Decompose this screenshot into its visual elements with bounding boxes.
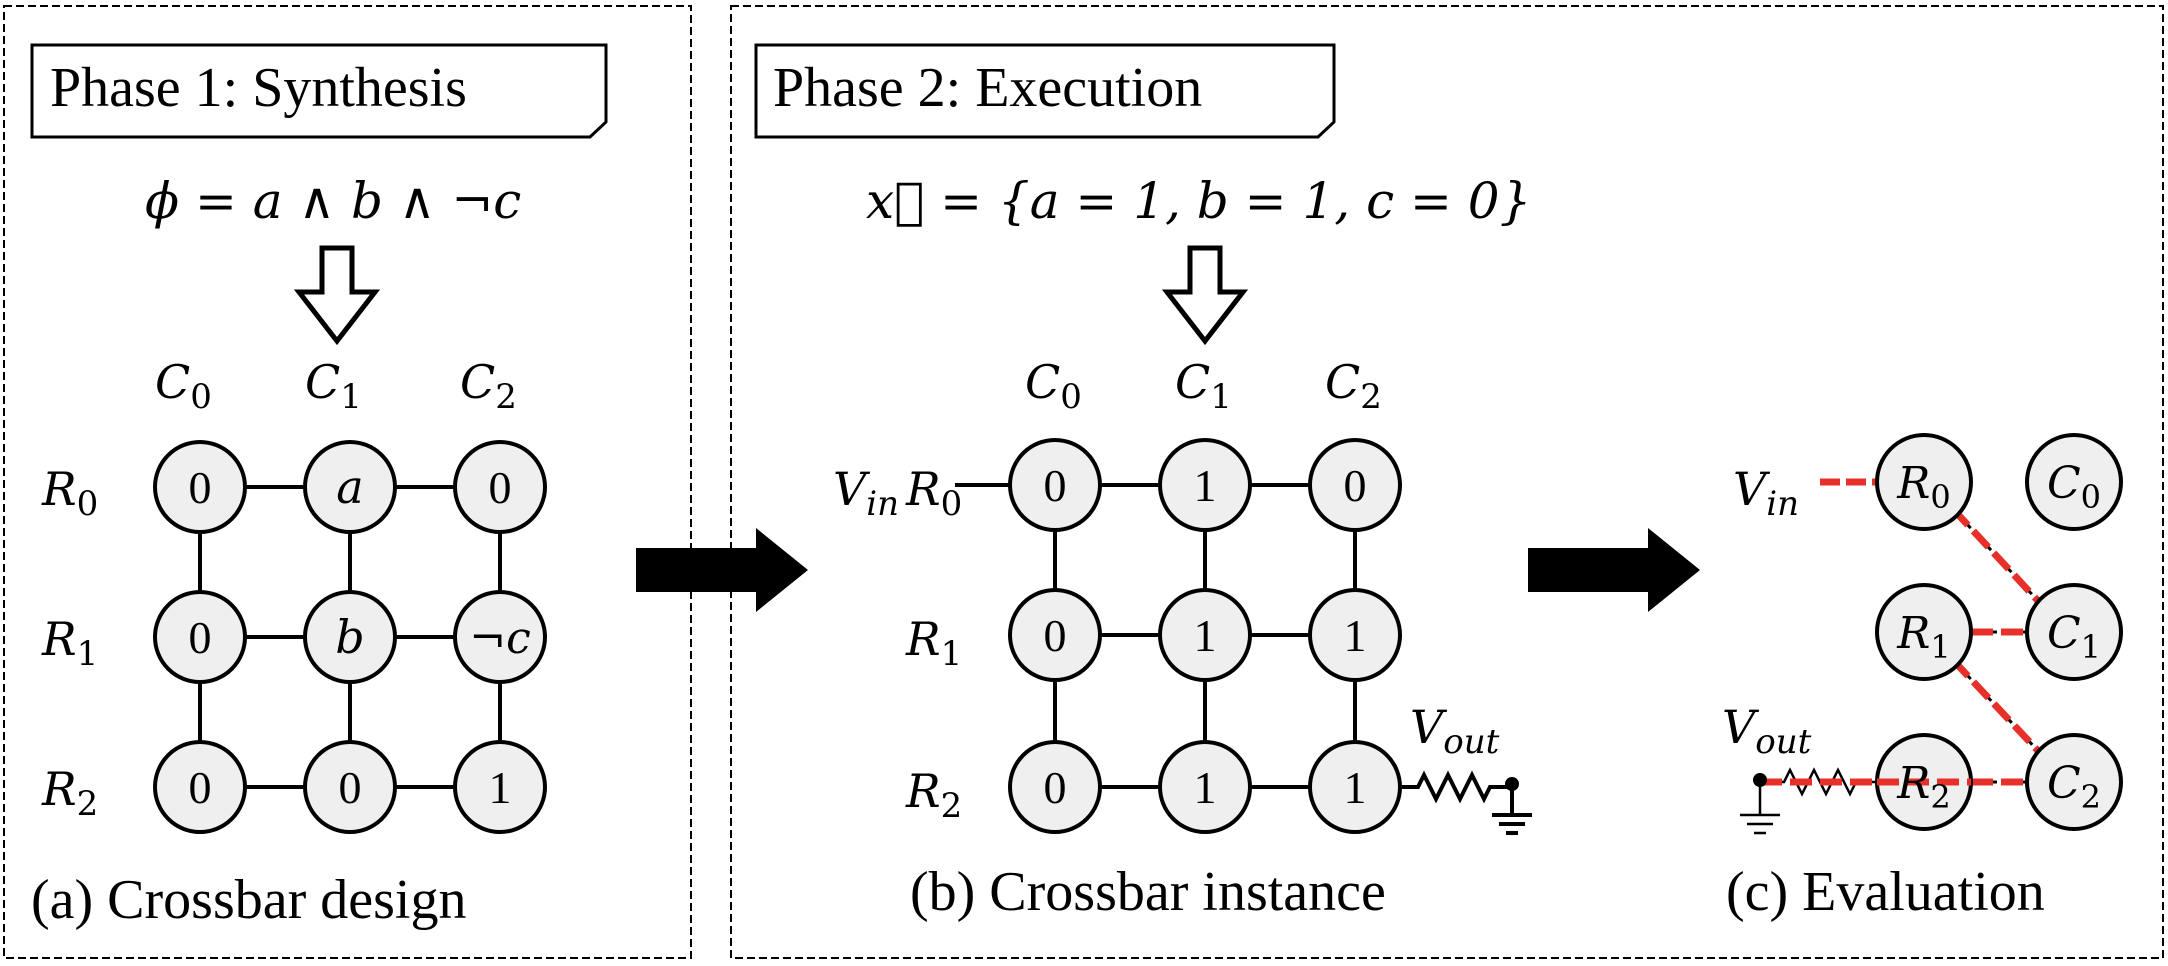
cell-value: 0 [1044,762,1067,813]
crossbar-node [453,740,547,834]
crossbar-node [1008,438,1102,532]
cell-value: ¬c [469,613,531,664]
crossbar-node [1308,438,1402,532]
right-arrow-icon [1528,528,1700,612]
crossbar-node [1158,588,1252,682]
column-label: C2 [460,355,517,417]
grid-b-column-labels: C0 C1 C2 [1025,355,1382,417]
evaluation-nodes [1875,433,2123,831]
crossbar-node [153,590,247,684]
grid-b-row-labels: Vin R0 R1 R2 [833,462,962,826]
crossbar-node [1158,438,1252,532]
column-label: C1 [1175,355,1232,417]
crossbar-node [1008,588,1102,682]
node-label: R1 [1896,608,1951,666]
cell-value: 0 [339,762,362,813]
column-label: C0 [1025,355,1082,417]
caption-b: (b) Crossbar instance [910,861,1386,923]
caption-c: (c) Evaluation [1726,861,2045,923]
cell-value: b [335,610,364,664]
grid-a-column-labels: C0 C1 C2 [155,355,517,417]
row-label: R2 [41,762,98,824]
graph-node [2025,733,2123,831]
cell-value: 1 [1344,610,1367,661]
evaluation-paths [1820,478,2043,786]
phase1-title-box: Phase 1: Synthesis [30,43,608,139]
evaluation-node-labels: R0 C0 R1 C1 R2 C2 [1896,458,2101,816]
cell-value: 0 [189,612,212,663]
column-label: C0 [155,355,212,417]
node-label: C2 [2047,758,2101,816]
active-path [1950,506,2043,606]
column-label: C1 [305,355,362,417]
crossbar-node [153,740,247,834]
column-label: C2 [1325,355,1382,417]
grid-b-nodes: 0 1 0 0 1 1 0 1 1 [1008,438,1402,834]
graph-node [1875,433,1973,531]
cell-value: 1 [1194,610,1217,661]
formula: ϕ = a ∧ b ∧ ¬c [145,172,521,230]
cell-value: 1 [489,762,512,813]
vout-label: Vout [1722,700,1812,762]
down-arrow-icon [293,245,381,346]
crossbar-node [453,440,547,534]
vin-label: Vin [833,462,899,524]
row-label: R1 [41,612,98,674]
row-label: R0 [41,462,98,524]
node-label: C1 [2047,608,2101,666]
graph-node [2025,433,2123,531]
phase1-panel-border [3,5,692,959]
crossbar-node [1158,740,1252,834]
cell-value: 0 [189,462,212,513]
vout-resistor-c [1740,767,1971,835]
row-label: R1 [905,612,962,674]
node-label: R0 [1896,458,1951,516]
cell-value: 0 [1044,460,1067,511]
cell-value: a [336,460,363,514]
phase2-panel-border [730,5,2164,959]
cell-value: 0 [489,462,512,513]
cell-value: 0 [189,762,212,813]
graph-node [2025,583,2123,681]
grid-a-row-labels: R0 R1 R2 [41,462,98,824]
graph-node [1875,583,1973,681]
vout-resistor-b [1400,770,1532,835]
cell-value: 1 [1194,762,1217,813]
crossbar-node [303,740,397,834]
cell-value: 0 [1044,610,1067,661]
active-path [1950,657,2043,756]
assignment: x⃗ = {a = 1, b = 1, c = 0} [866,172,1531,230]
crossbar-node [1008,740,1102,834]
cell-value: 1 [1344,762,1367,813]
row-label: R0 [905,462,962,524]
node-label: R2 [1896,758,1951,816]
crossbar-node [303,590,397,684]
vout-label: Vout [1410,700,1500,762]
crossbar-node [453,590,547,684]
phase2-title: Phase 2: Execution [773,57,1202,119]
right-arrow-icon [636,528,808,612]
down-arrow-icon [1161,245,1249,346]
cell-value: 1 [1194,460,1217,511]
cell-value: 0 [1344,460,1367,511]
row-label: R2 [905,764,962,826]
node-label: C0 [2047,458,2101,516]
caption-a: (a) Crossbar design [31,869,466,931]
crossbar-node [303,440,397,534]
grid-a-nodes: 0 a 0 0 b ¬c 0 0 1 [153,440,547,834]
phase1-title: Phase 1: Synthesis [50,57,467,119]
phase2-title-box: Phase 2: Execution [754,43,1336,139]
vin-label: Vin [1733,462,1799,524]
crossbar-node [1308,588,1402,682]
crossbar-node [153,440,247,534]
